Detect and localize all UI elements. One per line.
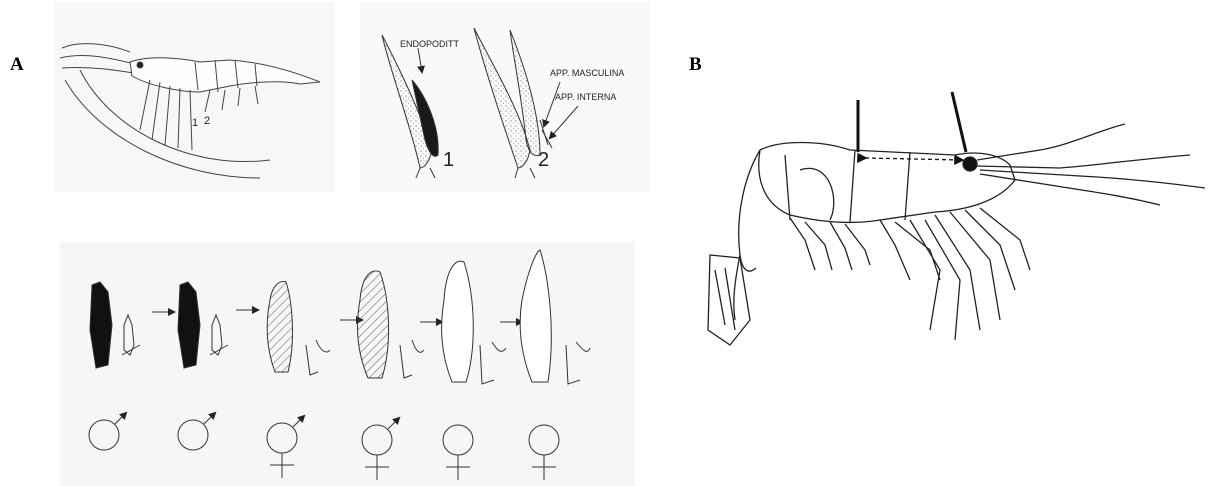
- pleopod-label-2: 2: [204, 115, 210, 127]
- endopod-drawing-2: [474, 28, 578, 178]
- panel-a-drawing: 1 2 ENDOPODITT APP. MASCULINA APP. INTER…: [0, 0, 650, 486]
- label-app-interna: APP. INTERNA: [555, 92, 616, 102]
- label-endopoditt: ENDOPODITT: [400, 39, 460, 49]
- sex-change-sequence: [89, 250, 590, 480]
- endopod-drawing-1: [382, 35, 438, 178]
- shrimp-measurement-drawing: [680, 0, 1208, 486]
- pleopod-label-1: 1: [192, 117, 198, 129]
- label-app-masculina: APP. MASCULINA: [550, 68, 624, 78]
- panel-b: [680, 0, 1208, 486]
- stage-transition-2: [358, 271, 424, 480]
- shrimp-sketch: [60, 44, 320, 178]
- stage-label-2: 2: [538, 149, 549, 171]
- stage-label-1: 1: [443, 149, 454, 171]
- stage-male-1: [89, 282, 140, 450]
- stage-transition-1: [267, 282, 330, 478]
- stage-male-2: [178, 282, 228, 450]
- stage-female-1: [442, 261, 506, 480]
- panel-a: 1 2 ENDOPODITT APP. MASCULINA APP. INTER…: [0, 0, 650, 486]
- stage-female-2: [520, 250, 590, 480]
